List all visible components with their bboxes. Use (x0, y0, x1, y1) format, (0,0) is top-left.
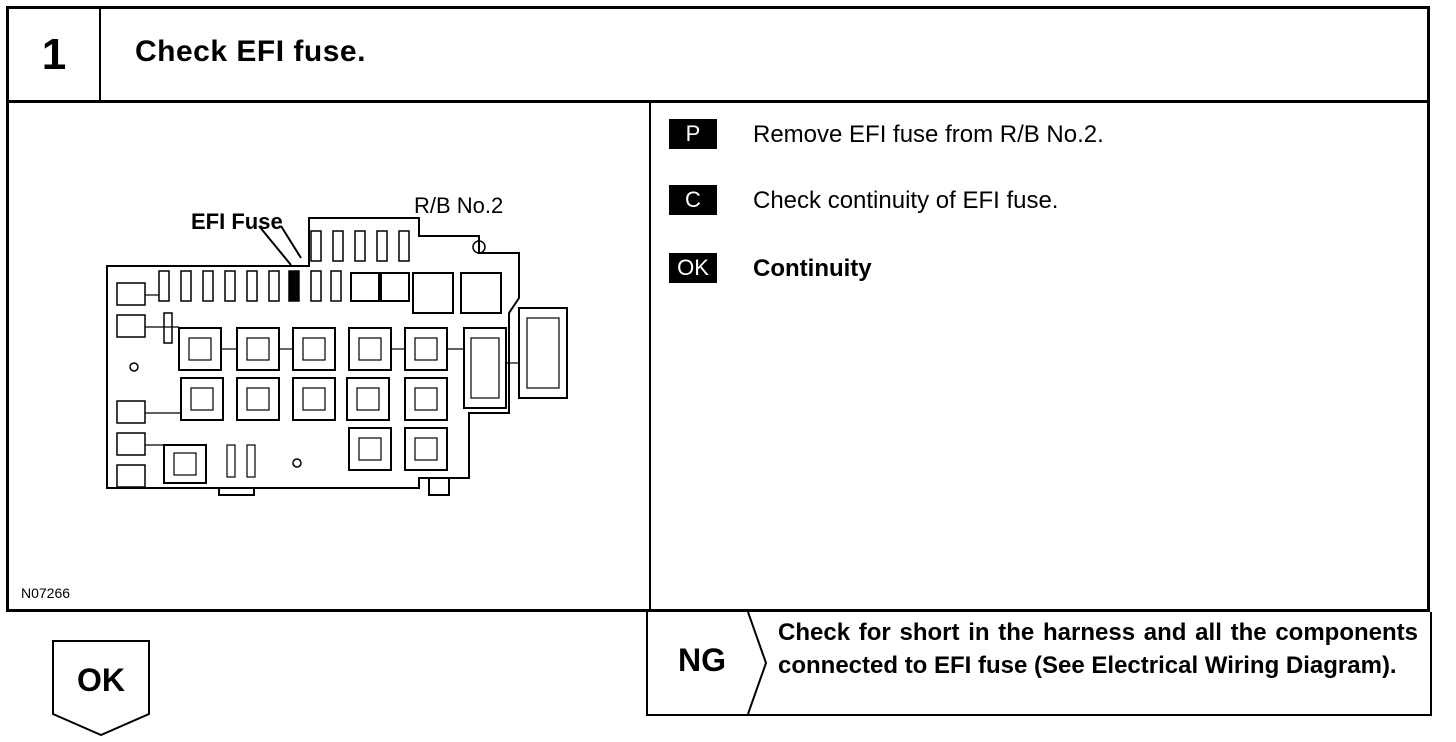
step-text-ok: Continuity (753, 255, 872, 282)
relay-block-drawing (106, 217, 568, 496)
ok-label: OK (77, 662, 125, 698)
badge-ok: OK (669, 253, 717, 283)
relay-block-illustration: EFI Fuse R/B No.2 N07266 (9, 103, 649, 612)
ng-instruction: Check for short in the harness and all t… (778, 619, 1418, 679)
badge-c: C (669, 185, 717, 215)
badge-p: P (669, 119, 717, 149)
column-divider (649, 103, 651, 612)
procedure-frame: 1 Check EFI fuse. (6, 6, 1430, 612)
step-text-c: Check continuity of EFI fuse. (753, 187, 1059, 214)
step-text-p: Remove EFI fuse from R/B No.2. (753, 121, 1104, 148)
figure-code: N07266 (21, 585, 71, 601)
step-number: 1 (9, 9, 101, 100)
ng-label: NG (678, 642, 726, 678)
step-title: Check EFI fuse. (135, 35, 366, 68)
step-header: 1 Check EFI fuse. (9, 9, 1427, 103)
efi-fuse-label: EFI Fuse (191, 209, 283, 234)
relay-block-label: R/B No.2 (414, 193, 504, 218)
ng-result-box: NG Check for short in the harness and al… (646, 612, 1432, 716)
ok-arrow-icon (52, 640, 150, 736)
ng-chevron-icon (747, 612, 768, 714)
